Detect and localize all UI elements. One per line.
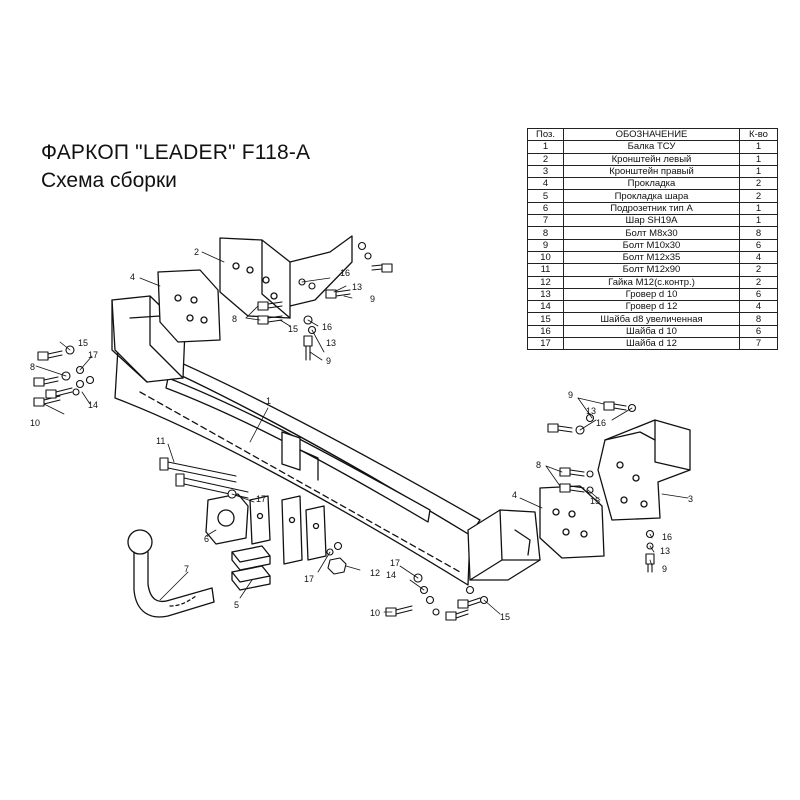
callout-15-bottom: 15 <box>500 612 510 622</box>
callout-9-top: 9 <box>326 356 331 366</box>
left-bracket-part <box>219 235 353 319</box>
header-quantity: К-во <box>739 127 778 142</box>
callout-5: 5 <box>234 600 239 610</box>
callout-10-bottom: 10 <box>370 608 380 618</box>
callout-3: 3 <box>688 494 693 504</box>
part-designation: Кронштейн правый <box>563 164 740 179</box>
diagram-title: ФАРКОП "LEADER" F118-A <box>41 141 311 164</box>
callout-13-right-bottom: 13 <box>660 546 670 556</box>
callout-17-bottom-left: 17 <box>304 574 314 584</box>
callout-14-bottom: 14 <box>386 570 396 580</box>
part-position: 2 <box>527 152 564 166</box>
ball-spacer-part <box>231 545 271 591</box>
part-quantity: 1 <box>739 140 778 154</box>
leader-lines <box>35 251 689 615</box>
callout-1: 1 <box>266 396 271 406</box>
part-designation: Болт М10х30 <box>563 238 740 252</box>
callout-16-right-top: 16 <box>596 418 606 428</box>
part-quantity: 7 <box>739 337 778 351</box>
callout-9-right-bottom: 9 <box>662 564 667 574</box>
tow-ball-part <box>127 529 215 618</box>
callout-15-right: 15 <box>590 496 600 506</box>
parts-table-header: Поз. ОБОЗНАЧЕНИЕ К-во <box>527 127 778 142</box>
callout-6: 6 <box>204 534 209 544</box>
part-designation: Балка ТСУ <box>563 140 740 154</box>
header-designation: ОБОЗНАЧЕНИЕ <box>563 127 740 142</box>
fasteners <box>33 241 655 621</box>
callout-15-left: 15 <box>78 338 88 348</box>
callout-9-top-right: 9 <box>370 294 375 304</box>
callout-14-left: 14 <box>88 400 98 410</box>
callout-16-right-bottom: 16 <box>662 532 672 542</box>
part-quantity: 1 <box>739 164 778 179</box>
callout-17-bottom: 17 <box>390 558 400 568</box>
callout-17-mid: 17 <box>256 494 266 504</box>
part-quantity: 2 <box>739 189 778 203</box>
part-quantity: 2 <box>739 177 778 191</box>
callout-13-right-top: 13 <box>586 406 596 416</box>
socket-plate-part <box>205 493 249 545</box>
callout-10-left: 10 <box>30 418 40 428</box>
callout-4-right: 4 <box>512 490 517 500</box>
ball-mount-plates <box>249 495 327 565</box>
callout-8-left: 8 <box>30 362 35 372</box>
part-position: 9 <box>527 238 564 252</box>
spacer-plate-right <box>539 485 605 559</box>
beam-part <box>111 295 541 586</box>
callout-15-top: 15 <box>288 324 298 334</box>
right-bracket-part <box>597 419 691 521</box>
callout-12: 12 <box>370 568 380 578</box>
callout-4-left: 4 <box>130 272 135 282</box>
callout-16-mid: 16 <box>322 322 332 332</box>
part-designation: Прокладка <box>563 177 740 191</box>
callout-13-mid: 13 <box>326 338 336 348</box>
part-quantity: 1 <box>739 201 778 216</box>
spacer-plate-left <box>157 269 221 343</box>
callout-numbers: 1 2 3 4 4 5 6 7 8 8 8 9 9 9 9 10 10 11 1… <box>30 247 693 622</box>
part-quantity: 8 <box>739 226 778 240</box>
header-position: Поз. <box>527 127 564 142</box>
callout-8-top: 8 <box>232 314 237 324</box>
part-quantity: 1 <box>739 152 778 166</box>
callout-11: 11 <box>156 436 165 446</box>
diagram-subtitle: Схема сборки <box>41 169 177 192</box>
callout-9-right-top: 9 <box>568 390 573 400</box>
part-quantity: 6 <box>739 238 778 252</box>
callout-13-top: 13 <box>352 282 362 292</box>
callout-17-left: 17 <box>88 350 98 360</box>
callout-8-right: 8 <box>536 460 541 470</box>
callout-16-top: 16 <box>340 268 350 278</box>
part-designation: Шайба d 12 <box>563 337 740 351</box>
part-quantity: 1 <box>739 214 778 228</box>
callout-2: 2 <box>194 247 199 257</box>
callout-7: 7 <box>184 564 189 574</box>
